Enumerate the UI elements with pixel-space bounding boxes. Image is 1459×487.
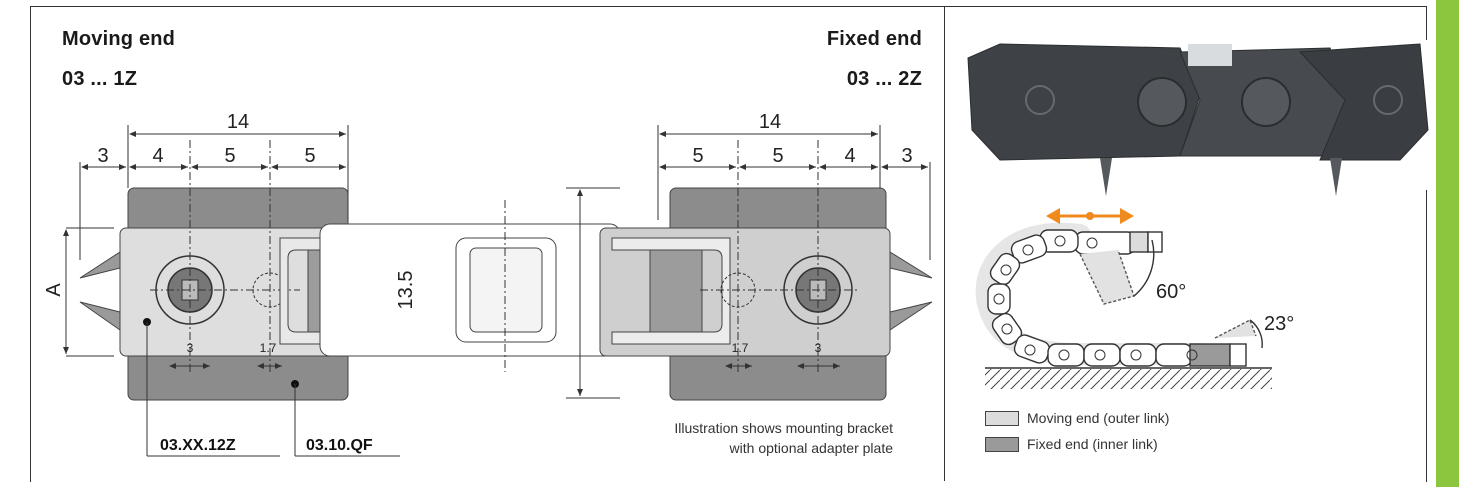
part-code-labels: 03.XX.12Z 03.10.QF <box>160 437 373 454</box>
illustration-caption: Illustration shows mounting bracket with… <box>674 418 893 458</box>
caption-line-1: Illustration shows mounting bracket <box>674 420 893 436</box>
fixed-end-code: 03 ... 2Z <box>846 68 922 90</box>
dim-right-4: 4 <box>844 145 855 167</box>
dim-right-14: 14 <box>759 111 781 133</box>
caption-line-2: with optional adapter plate <box>729 440 893 456</box>
fixed-end-bracket <box>599 140 933 401</box>
center-chain-link <box>319 200 621 372</box>
angle-23: 23° <box>1264 313 1294 335</box>
movement-arrow <box>1046 208 1134 224</box>
fixed-end-title: Fixed end <box>826 28 922 50</box>
angle-60: 60° <box>1156 281 1186 303</box>
drawing-frame <box>30 6 1427 482</box>
dim-left-small-1-7: 1.7 <box>260 341 277 355</box>
ground-hatching <box>985 367 1272 389</box>
dim-left-4: 4 <box>152 145 163 167</box>
dim-left-3: 3 <box>97 145 108 167</box>
legend-item-moving-end: Moving end (outer link) <box>985 410 1169 426</box>
right-dimension-lines <box>566 125 931 399</box>
dim-left-14: 14 <box>227 111 249 133</box>
left-dimension-lines <box>63 125 400 457</box>
angle-labels: 60° 23° <box>1156 281 1294 335</box>
dim-left-small-3: 3 <box>187 341 194 355</box>
dim-right-3: 3 <box>901 145 912 167</box>
dim-right-small-3: 3 <box>815 341 822 355</box>
dim-left-5b: 5 <box>304 145 315 167</box>
dimension-labels: 14 3 4 5 5 14 5 5 4 3 13.5 A <box>43 111 913 309</box>
chain-link-photo <box>960 40 1430 196</box>
part-code-03-10-qf: 03.10.QF <box>306 437 373 454</box>
legend-swatch-dark <box>985 436 1019 452</box>
dim-height-13-5: 13.5 <box>395 271 417 310</box>
moving-end-bracket <box>79 140 401 401</box>
moving-end-code: 03 ... 1Z <box>62 68 138 90</box>
legend-swatch-light <box>985 410 1019 426</box>
dim-height-a: A <box>43 283 65 297</box>
legend-item-fixed-end: Fixed end (inner link) <box>985 436 1158 452</box>
dim-right-5a: 5 <box>692 145 703 167</box>
small-dimension-labels: 3 1.7 1.7 3 <box>187 341 822 355</box>
panel-divider <box>944 6 945 481</box>
moving-end-title: Moving end <box>62 28 176 50</box>
dim-right-5b: 5 <box>772 145 783 167</box>
dim-right-small-1-7: 1.7 <box>732 341 749 355</box>
chain-loop-schematic <box>975 222 1263 367</box>
legend-label-moving-end: Moving end (outer link) <box>1027 410 1170 426</box>
green-side-bar <box>1436 0 1459 487</box>
dim-left-5a: 5 <box>224 145 235 167</box>
part-code-03-xx-12z: 03.XX.12Z <box>160 437 236 454</box>
legend-label-fixed-end: Fixed end (inner link) <box>1027 436 1158 452</box>
